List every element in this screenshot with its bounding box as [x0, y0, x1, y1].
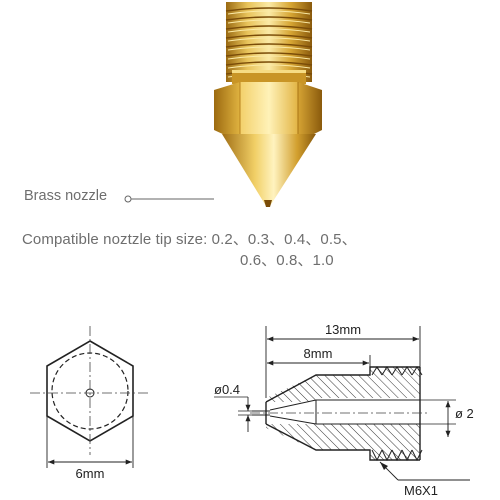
brass-label-leader [124, 195, 214, 203]
brass-nozzle-label: Brass nozzle [24, 188, 108, 204]
hex-front-view [30, 326, 150, 468]
tip-hole-label: ø0.4 [214, 382, 240, 397]
bore-diameter-label: ø 2 [455, 406, 474, 421]
total-length-label: 13mm [325, 322, 361, 337]
compatible-sizes-line-1: Compatible noztzle tip size: 0.2、0.3、0.4… [22, 228, 357, 249]
brass-nozzle-image [214, 2, 322, 207]
compatible-sizes-line-2: 0.6、0.8、1.0 [240, 252, 334, 269]
thread-spec-label: M6X1 [404, 483, 438, 498]
hex-width-label: 6mm [76, 466, 105, 481]
compatible-sizes-caption: Compatible noztzle tip size: [22, 231, 208, 248]
thread-start-label: 8mm [304, 346, 333, 361]
compatible-sizes-values-1: 0.2、0.3、0.4、0.5、 [211, 231, 357, 248]
nozzle-section-view [214, 326, 470, 481]
